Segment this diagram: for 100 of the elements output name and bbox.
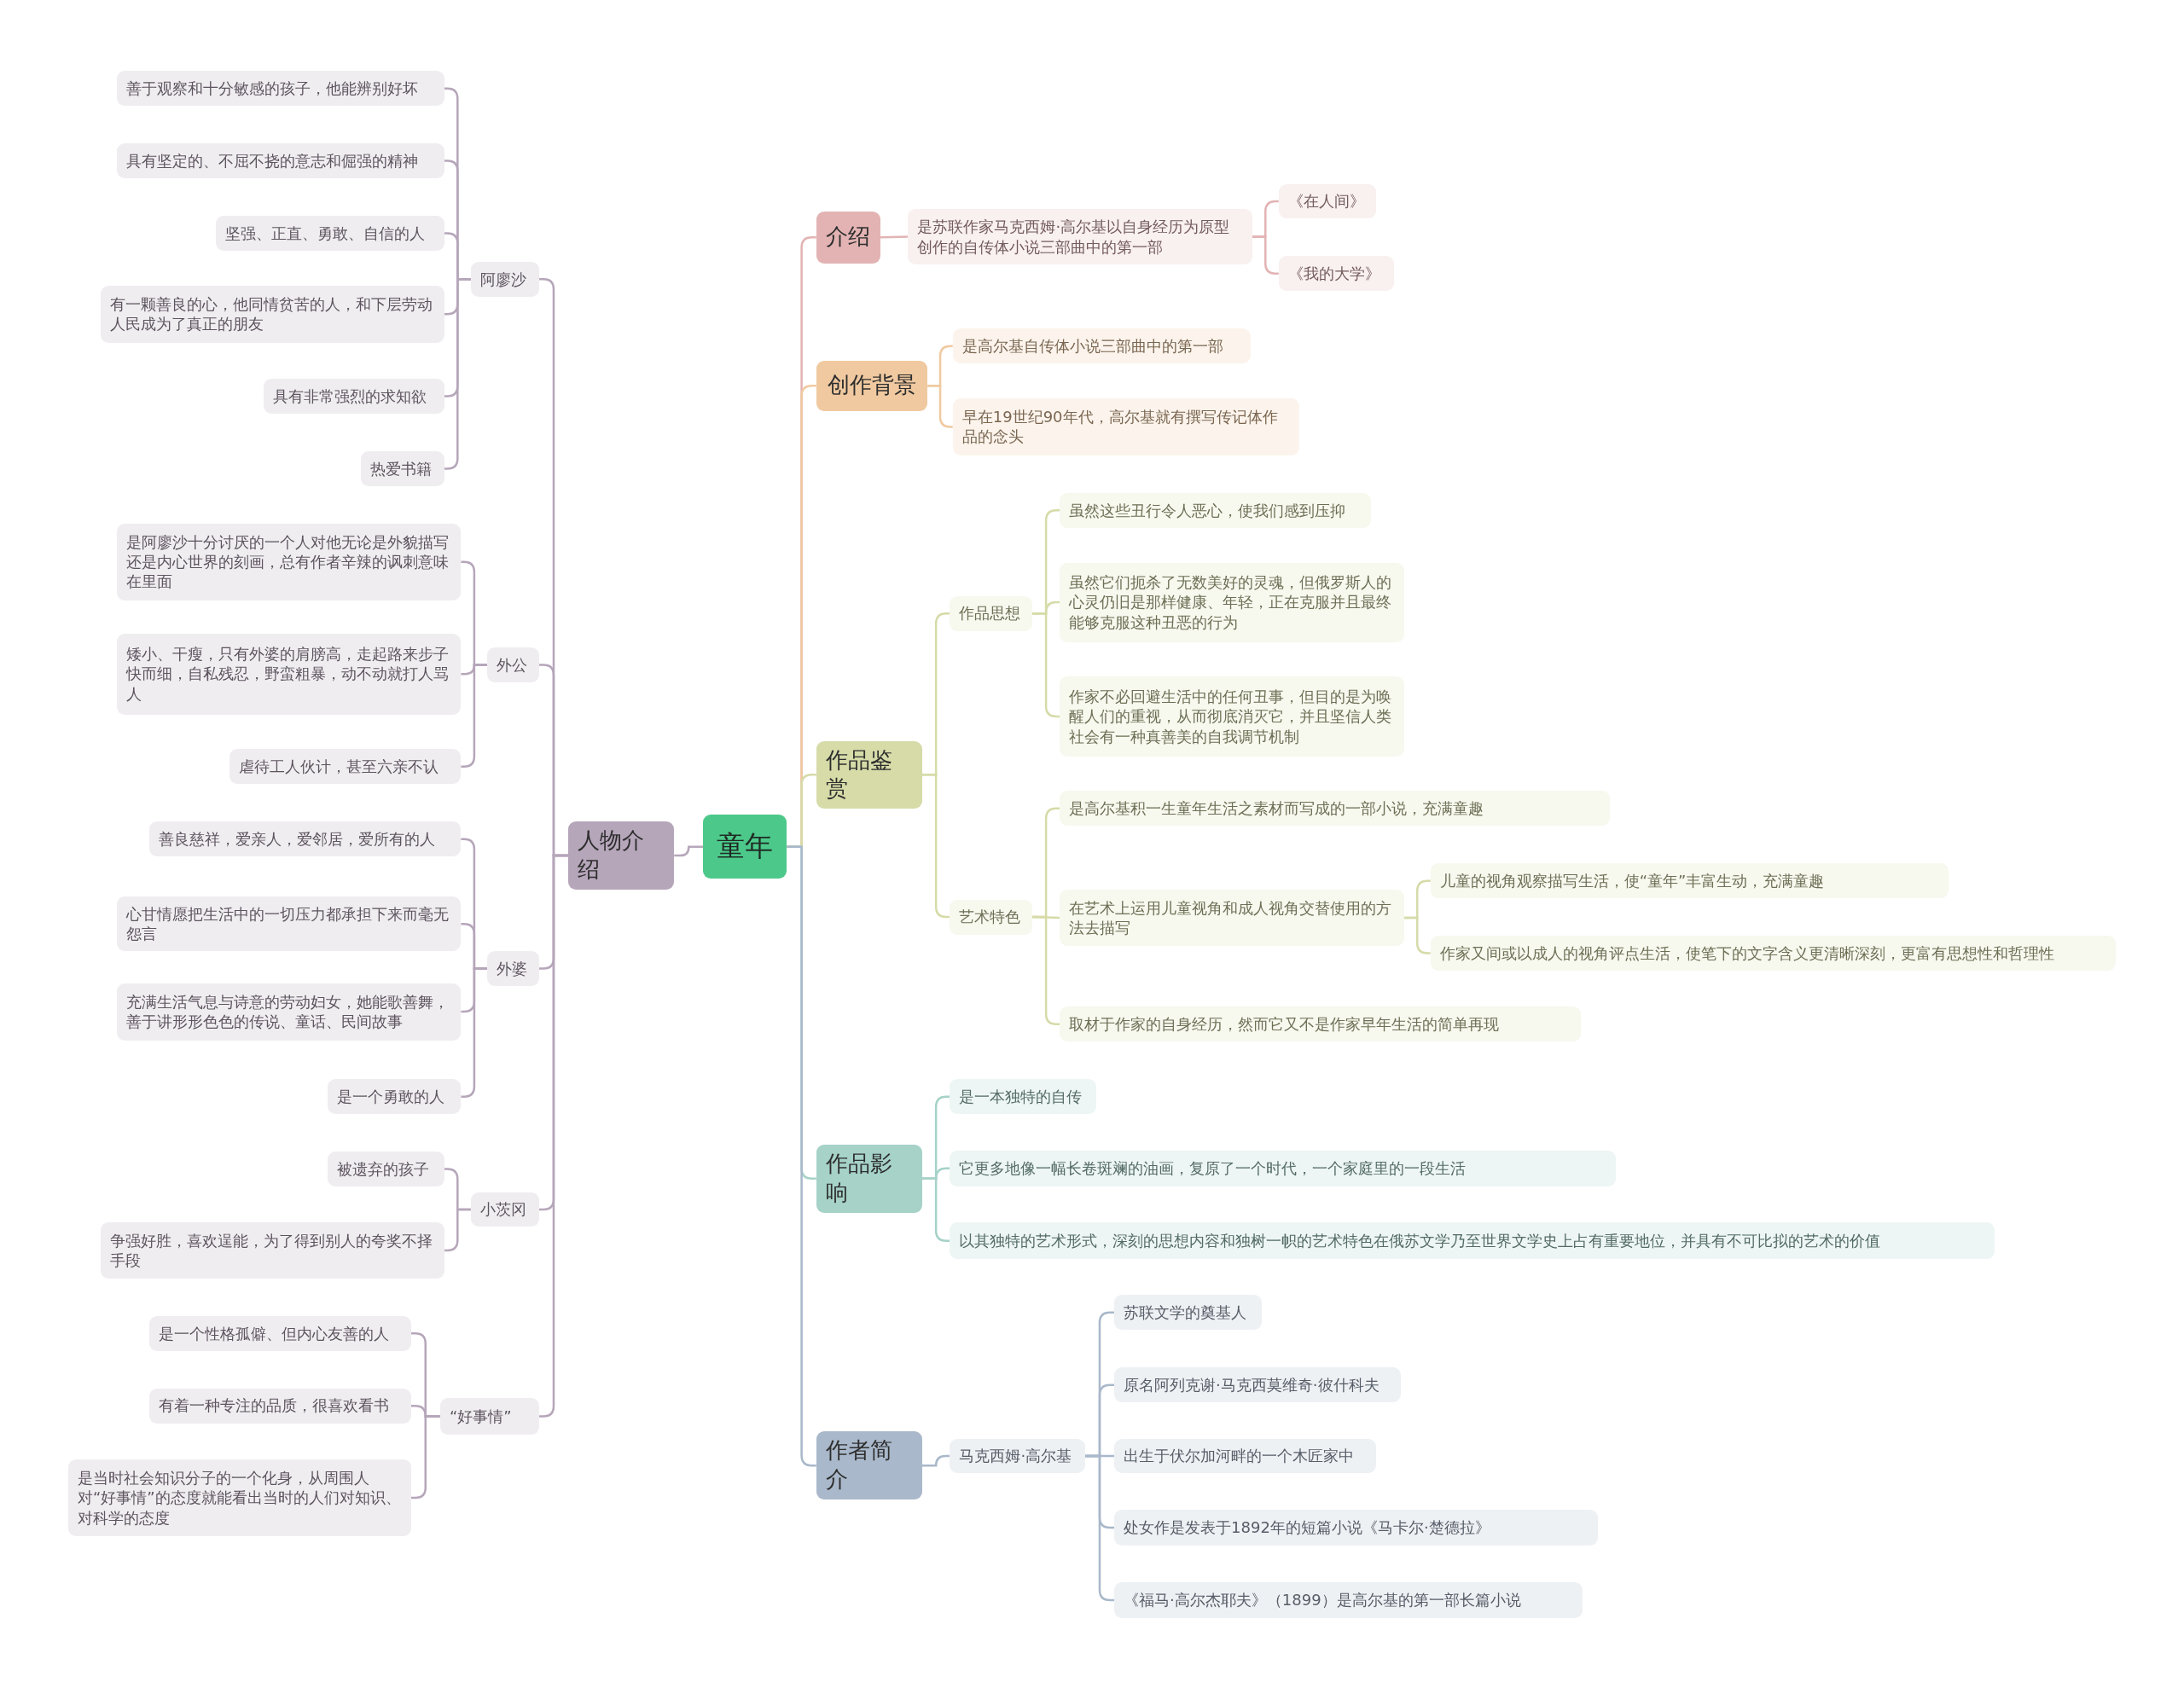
subtopic-text: 外婆	[497, 958, 528, 979]
branch-connector	[461, 967, 488, 1098]
subtopic-text: 是一本独特的自传	[959, 1087, 1083, 1107]
subtopic-box	[117, 896, 462, 952]
main-topic-box	[816, 1145, 922, 1213]
subtopic-text: 作家又间或以成人的视角评点生活，使笔下的文字含义更清晰深刻，更富有思想性和哲理性	[1439, 943, 2054, 964]
subtopic-text: 在艺术上运用儿童视角和成人视角交替使用的方法去描写	[1069, 897, 1393, 938]
subtopic-text: 充满生活气息与诗意的劳动妇女，她能歌善舞，善于讲形形色色的传说、童话、民间故事	[126, 991, 450, 1032]
subtopic-box	[1114, 1581, 1583, 1619]
subtopic-text: 虽然它们扼杀了无数美好的灵魂，但俄罗斯人的心灵仍旧是那样健康、年轻，正在克服并且最终能够克服这种丑恶的行为	[1069, 572, 1393, 633]
main-topic-box	[816, 1431, 922, 1499]
subtopic-box	[327, 1151, 444, 1186]
subtopic-box	[229, 749, 462, 785]
main-topic-text: 作品鉴赏	[825, 745, 893, 803]
subtopic-box	[148, 1388, 411, 1424]
subtopic-text: 热爱书籍	[369, 458, 432, 479]
subtopic-box	[487, 647, 539, 682]
main-topic-text: 作品影响	[825, 1150, 893, 1207]
subtopic-text: 《我的大学》	[1287, 264, 1380, 284]
subtopic-text: 作家不必回避生活中的任何丑事，但目的是为唤醒人们的重视，从而彻底消灭它，并且坚信人类社会有一种真善美的自我调节机制	[1069, 686, 1393, 747]
subtopic-text: 坚强、正直、勇敢、自信的人	[225, 223, 426, 244]
subtopic-text: 虽然这些丑行令人恶心，使我们感到压抑	[1069, 500, 1346, 521]
main-topic-box	[816, 360, 928, 411]
subtopic-text: “好事情”	[449, 1406, 512, 1427]
branch-connector	[444, 1208, 471, 1252]
main-topic-text: 作者简介	[825, 1436, 893, 1494]
subtopic-box	[117, 523, 462, 600]
subtopic-box	[908, 208, 1252, 265]
subtopic-box	[1060, 492, 1371, 528]
branch-connector	[461, 664, 488, 768]
branch-connector	[1403, 916, 1431, 954]
subtopic-text: 作品思想	[959, 603, 1021, 624]
subtopic-box	[148, 1315, 411, 1351]
subtopic-box	[950, 1079, 1096, 1115]
subtopic-box	[68, 1459, 411, 1536]
subtopic-text: 是一个性格孤僻、但内心友善的人	[158, 1323, 389, 1343]
subtopic-text: 虐待工人伙计，甚至六亲不认	[239, 757, 439, 777]
subtopic-box	[1060, 1006, 1582, 1042]
subtopic-text: 出生于伏尔加河畔的一个木匠家中	[1124, 1446, 1355, 1466]
subtopic-box	[950, 899, 1032, 935]
branch-connector	[538, 854, 569, 1418]
subtopic-box	[1114, 1438, 1377, 1474]
subtopic-text: 是苏联作家马克西姆·高尔基以自身经历为原型创作的自传体小说三部曲中的第一部	[917, 217, 1231, 257]
subtopic-box	[950, 1438, 1085, 1474]
branch-connector	[921, 1454, 950, 1467]
subtopic-text: 艺术特色	[959, 907, 1021, 927]
subtopic-box	[950, 1222, 1995, 1259]
subtopic-text: 有一颗善良的心，他同情贫苦的人，和下层劳动人民成为了真正的朋友	[109, 293, 433, 334]
subtopic-text: 善良慈祥，爱亲人，爱邻居，爱所有的人	[158, 828, 435, 850]
subtopic-text: 是阿廖沙十分讨厌的一个人对他无论是外貌描写还是内心世界的刻画，总有作者辛辣的讽刺意味在里面	[126, 531, 450, 592]
subtopic-text: 是当时社会知识分子的一个化身，从周围人对“好事情”的态度就能看出当时的人们对知识、对科学的态度	[78, 1467, 402, 1528]
subtopic-text: 以其独特的艺术形式，深刻的思想内容和独树一帜的艺术特色在俄苏文学乃至世界文学史上占有重要地位，并具有不可比拟的艺术的价值	[959, 1231, 1881, 1251]
subtopic-text: 争强好胜，喜欢逞能，为了得到别人的夸奖不择手段	[109, 1230, 433, 1271]
subtopic-text: 马克西姆·高尔基	[959, 1446, 1072, 1466]
subtopic-box	[263, 379, 444, 414]
subtopic-box	[360, 450, 444, 486]
subtopic-box	[487, 951, 539, 986]
subtopic-text: 是一个勇敢的人	[336, 1087, 444, 1107]
subtopic-box	[1114, 1367, 1402, 1403]
subtopic-box	[470, 1192, 539, 1227]
subtopic-box	[117, 71, 444, 107]
subtopic-box	[148, 821, 462, 857]
central-topic-box	[703, 815, 787, 879]
subtopic-box	[117, 633, 462, 715]
subtopic-text: 是高尔基积一生童年生活之素材而写成的一部小说，充满童趣	[1069, 798, 1484, 819]
subtopic-text: 原名阿列克谢·马克西莫维奇·彼什科夫	[1124, 1374, 1380, 1395]
subtopic-box	[1060, 562, 1404, 642]
subtopic-box	[100, 285, 444, 343]
subtopic-text: 外公	[497, 654, 528, 676]
main-topic-box	[568, 821, 675, 890]
subtopic-text: 矮小、干瘦，只有外婆的肩膀高，走起路来步子快而细，自私残忍，野蛮粗暴，动不动就打人骂人	[126, 644, 450, 705]
subtopic-text: 《在人间》	[1287, 191, 1365, 212]
subtopic-box	[1430, 863, 1949, 899]
subtopic-text: 有着一种专注的品质，很喜欢看书	[158, 1395, 389, 1416]
subtopic-text: 取材于作家的自身经历，然而它又不是作家早年生活的简单再现	[1069, 1014, 1500, 1035]
subtopic-text: 善于观察和十分敏感的孩子，他能辨别好坏	[126, 78, 419, 99]
central-topic-text: 童年	[717, 828, 774, 865]
subtopic-text: 处女作是发表于1892年的短篇小说《马卡尔·楚德拉》	[1124, 1517, 1490, 1538]
subtopic-box	[950, 595, 1032, 631]
subtopic-box	[470, 261, 539, 297]
branch-connector	[1252, 235, 1279, 276]
subtopic-text: 阿廖沙	[479, 269, 526, 290]
subtopic-text: 《福马·高尔杰耶夫》（1899）是高尔基的第一部长篇小说	[1124, 1590, 1521, 1610]
subtopic-text: 具有坚定的、不屈不挠的意志和倔强的精神	[126, 150, 419, 171]
subtopic-box	[1060, 791, 1611, 827]
subtopic-box	[100, 1222, 444, 1279]
subtopic-box	[952, 397, 1300, 455]
subtopic-box	[327, 1079, 462, 1115]
subtopic-box	[1278, 183, 1377, 219]
branch-connector	[880, 235, 909, 239]
subtopic-box	[1114, 1509, 1598, 1546]
subtopic-box	[1060, 676, 1404, 757]
subtopic-text: 它更多地像一幅长卷斑斓的油画，复原了一个时代，一个家庭里的一段生活	[959, 1158, 1467, 1179]
subtopic-text: 被遗弃的孩子	[336, 1158, 429, 1180]
subtopic-box	[1060, 890, 1404, 946]
subtopic-box	[1114, 1295, 1263, 1331]
subtopic-text: 儿童的视角观察描写生活，使“童年”丰富生动，充满童趣	[1439, 870, 1825, 891]
subtopic-text: 早在19世纪90年代，高尔基就有撰写传记体作品的念头	[961, 407, 1279, 447]
subtopic-box	[950, 1150, 1616, 1186]
main-topic-text: 人物介绍	[578, 827, 646, 885]
